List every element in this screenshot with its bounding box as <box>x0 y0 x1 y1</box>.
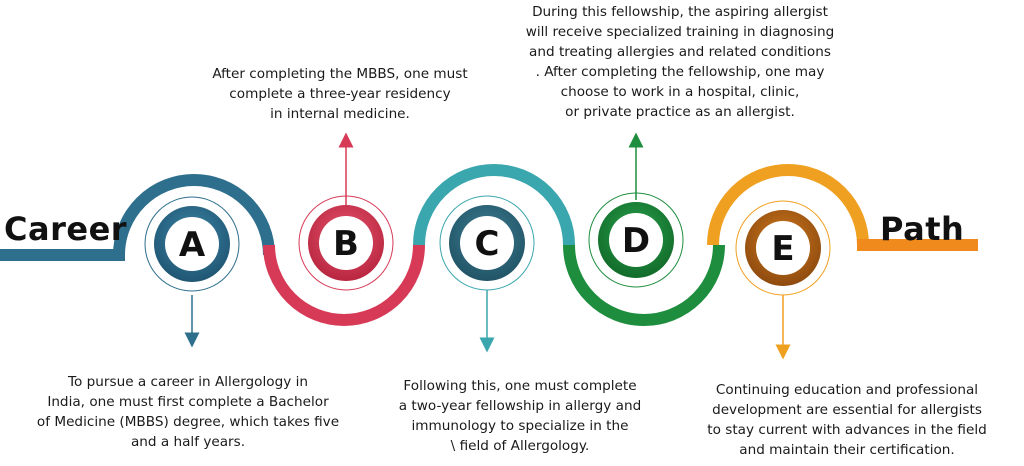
step-a-node: A <box>144 196 240 292</box>
step-c-letter: C <box>475 224 500 264</box>
step-e-description: Continuing education and professional de… <box>707 382 987 458</box>
path-arc-a <box>113 174 275 256</box>
step-e-letter: E <box>771 229 794 269</box>
step-a-letter: A <box>179 225 206 265</box>
step-c-description: Following this, one must complete a two-… <box>398 378 642 454</box>
path-arc-b <box>263 244 425 326</box>
step-d-node: D <box>588 192 684 288</box>
path-arc-c <box>413 164 575 246</box>
step-d-letter: D <box>622 221 650 261</box>
path-title: Path <box>880 210 965 248</box>
step-a-description: To pursue a career in Allergology in Ind… <box>36 374 340 450</box>
path-arc-e <box>707 164 869 246</box>
step-b-letter: B <box>333 224 359 264</box>
step-d-description: During this fellowship, the aspiring all… <box>525 4 835 120</box>
step-b-node: B <box>298 195 394 291</box>
career-title: Career <box>4 210 128 248</box>
path-arc-d <box>563 244 725 326</box>
step-c-node: C <box>439 195 535 291</box>
step-e-node: E <box>735 200 831 296</box>
step-b-description: After completing the MBBS, one must comp… <box>212 66 468 122</box>
